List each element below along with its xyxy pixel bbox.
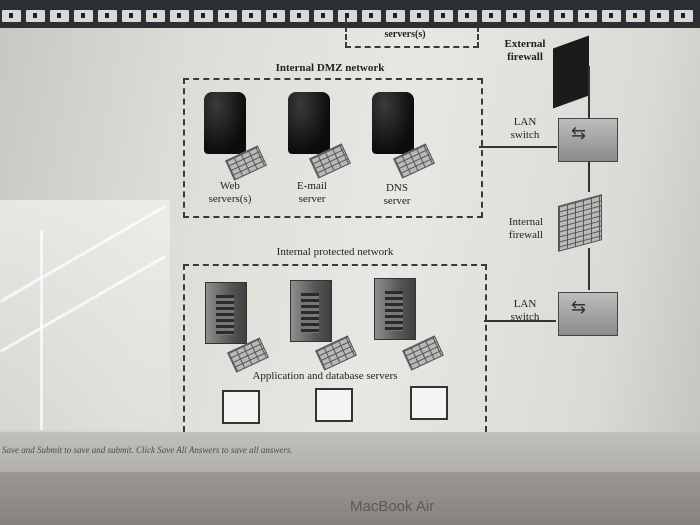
tab-icon[interactable] <box>194 10 213 22</box>
label-line: switch <box>510 129 540 141</box>
monitor-icon <box>222 390 260 424</box>
tab-icon[interactable] <box>242 10 261 22</box>
label-line: firewall <box>507 51 543 63</box>
tab-icon[interactable] <box>650 10 669 22</box>
connection-line <box>588 248 590 290</box>
tab-icon[interactable] <box>338 10 357 22</box>
tab-icon[interactable] <box>506 10 525 22</box>
tab-icon[interactable] <box>434 10 453 22</box>
label-line: servers(s) <box>208 193 252 205</box>
server-icon <box>288 92 330 154</box>
dmz-title: Internal DMZ network <box>275 62 385 74</box>
tab-icon[interactable] <box>626 10 645 22</box>
tab-icon[interactable] <box>674 10 693 22</box>
footer-instruction: Save and Submit to save and submit. Clic… <box>2 445 293 455</box>
tab-icon[interactable] <box>122 10 141 22</box>
server-icon <box>204 92 246 154</box>
connection-line <box>588 66 590 122</box>
label-line: DNS <box>385 182 408 194</box>
rack-server-icon <box>374 278 416 340</box>
tab-icon[interactable] <box>2 10 21 22</box>
tab-icon[interactable] <box>458 10 477 22</box>
switch-icon: ⇆ <box>558 292 618 336</box>
tab-icon[interactable] <box>578 10 597 22</box>
tab-icon[interactable] <box>170 10 189 22</box>
web-servers-label: Web servers(s) <box>195 180 265 206</box>
lan-switch-label: LAN switch <box>500 116 550 142</box>
email-server-label: E-mail server <box>280 180 344 206</box>
laptop-bezel <box>0 472 700 525</box>
label-line: External <box>504 38 546 50</box>
top-partial-label: servers(s) <box>384 29 426 40</box>
label-line: Internal <box>508 216 544 228</box>
tab-icon[interactable] <box>98 10 117 22</box>
monitor-icon <box>315 388 353 422</box>
tab-icon[interactable] <box>602 10 621 22</box>
connection-line <box>588 160 590 192</box>
connection-line <box>484 320 556 322</box>
protected-title: Internal protected network <box>276 246 394 258</box>
tab-icon[interactable] <box>266 10 285 22</box>
tab-icon[interactable] <box>554 10 573 22</box>
rack-server-icon <box>290 280 332 342</box>
tab-icon[interactable] <box>482 10 501 22</box>
tab-icon[interactable] <box>218 10 237 22</box>
tab-icon[interactable] <box>362 10 381 22</box>
tab-icon[interactable] <box>410 10 429 22</box>
tab-icon[interactable] <box>50 10 69 22</box>
tab-icon[interactable] <box>146 10 165 22</box>
browser-tab-strip <box>0 0 700 28</box>
tab-icon[interactable] <box>314 10 333 22</box>
footer-bar <box>0 432 700 472</box>
tab-icon[interactable] <box>26 10 45 22</box>
rack-server-icon <box>205 282 247 344</box>
tab-icon[interactable] <box>290 10 309 22</box>
label-line: E-mail <box>297 180 327 192</box>
app-db-servers-label: Application and database servers <box>252 370 398 382</box>
switch-icon: ⇆ <box>558 118 618 162</box>
laptop-brand: MacBook Air <box>350 498 435 515</box>
label-line: firewall <box>508 229 544 241</box>
internal-firewall-label: Internal firewall <box>498 216 554 242</box>
dmz-network-box <box>183 78 483 218</box>
label-line: Web <box>220 180 240 192</box>
top-partial-box <box>345 18 479 48</box>
monitor-icon <box>410 386 448 420</box>
connection-line <box>479 146 557 148</box>
label-line: server <box>383 195 411 207</box>
tab-icon[interactable] <box>74 10 93 22</box>
glare-line <box>40 230 43 430</box>
label-line: switch <box>510 311 540 323</box>
screen-glare <box>0 200 170 430</box>
label-line: LAN <box>513 116 537 128</box>
server-icon <box>372 92 414 154</box>
external-firewall-label: External firewall <box>495 38 555 64</box>
dns-server-label: DNS server <box>365 182 429 208</box>
lan-switch-label: LAN switch <box>500 298 550 324</box>
label-line: server <box>298 193 326 205</box>
label-line: LAN <box>513 298 537 310</box>
protected-network-box <box>183 264 487 432</box>
tab-icon[interactable] <box>386 10 405 22</box>
tab-icon[interactable] <box>530 10 549 22</box>
